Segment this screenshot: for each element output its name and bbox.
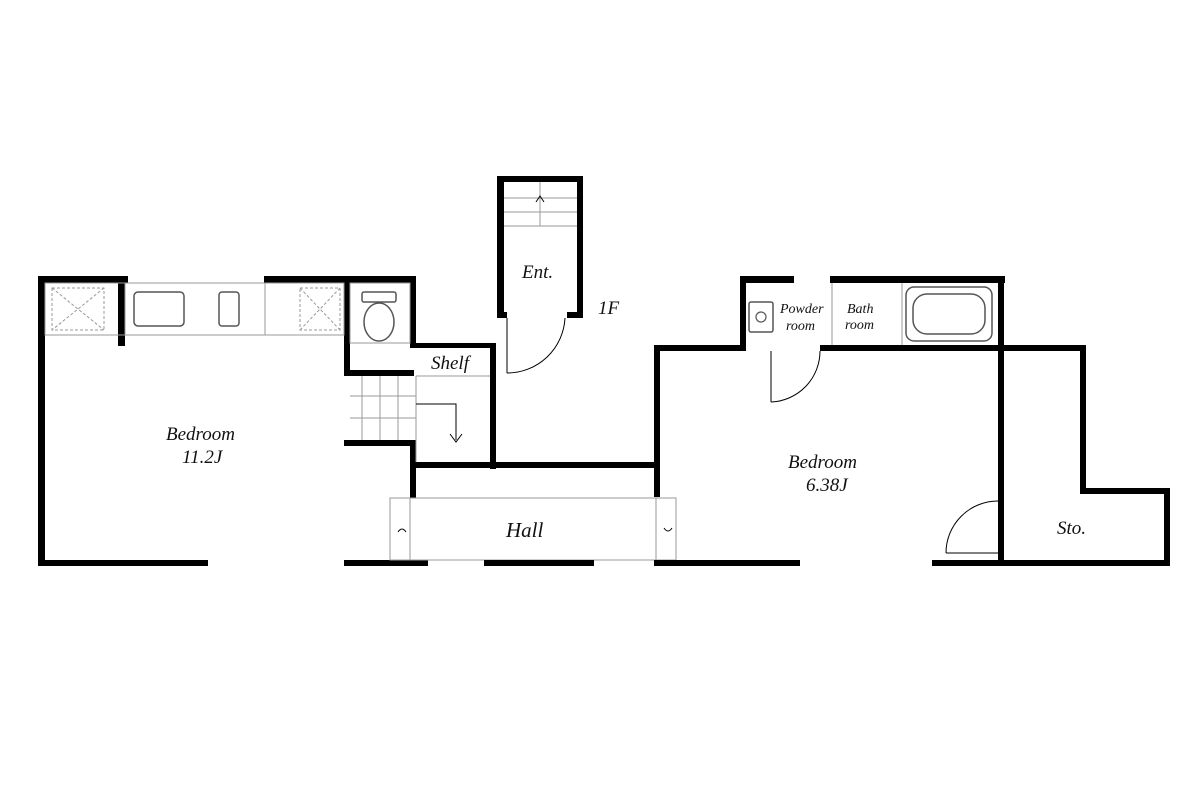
interior-stairs — [350, 376, 463, 462]
bath-room-label-line1: Bath — [847, 302, 873, 317]
powder-room-area — [748, 283, 833, 345]
washer-space-icon — [299, 287, 341, 331]
powder-room-label-line1: Powder — [779, 302, 824, 317]
storage-label: Sto. — [1057, 518, 1086, 539]
powder-room-label-line2: room — [786, 319, 815, 334]
entrance-stairs — [504, 182, 577, 227]
entrance-label: Ent. — [521, 262, 553, 283]
wash-basin-icon — [748, 301, 774, 333]
bedroom-left-name: Bedroom — [166, 424, 235, 445]
bedroom-left-walls — [38, 276, 658, 566]
entrance-area — [497, 176, 583, 374]
bedroom-right-walls — [654, 276, 1170, 566]
toilet-icon — [349, 282, 411, 344]
fridge-space-icon — [51, 287, 105, 331]
bedroom-right-size: 6.38J — [806, 475, 849, 496]
storage-door[interactable] — [945, 500, 999, 554]
stove-icon — [218, 291, 240, 327]
shelf-label: Shelf — [431, 353, 472, 374]
bath-room-area — [901, 283, 993, 345]
bedroom-right-name: Bedroom — [788, 452, 857, 473]
floor-label: 1F — [598, 298, 620, 319]
hall-label: Hall — [505, 518, 544, 542]
kitchen-sink-icon — [133, 291, 185, 327]
hall-area — [389, 497, 677, 566]
powder-room-door[interactable] — [770, 350, 821, 403]
kitchen-counter — [44, 282, 345, 336]
bath-room-label-line2: room — [845, 318, 874, 333]
bedroom-left-size: 11.2J — [182, 447, 224, 468]
entrance-door[interactable] — [506, 317, 566, 374]
